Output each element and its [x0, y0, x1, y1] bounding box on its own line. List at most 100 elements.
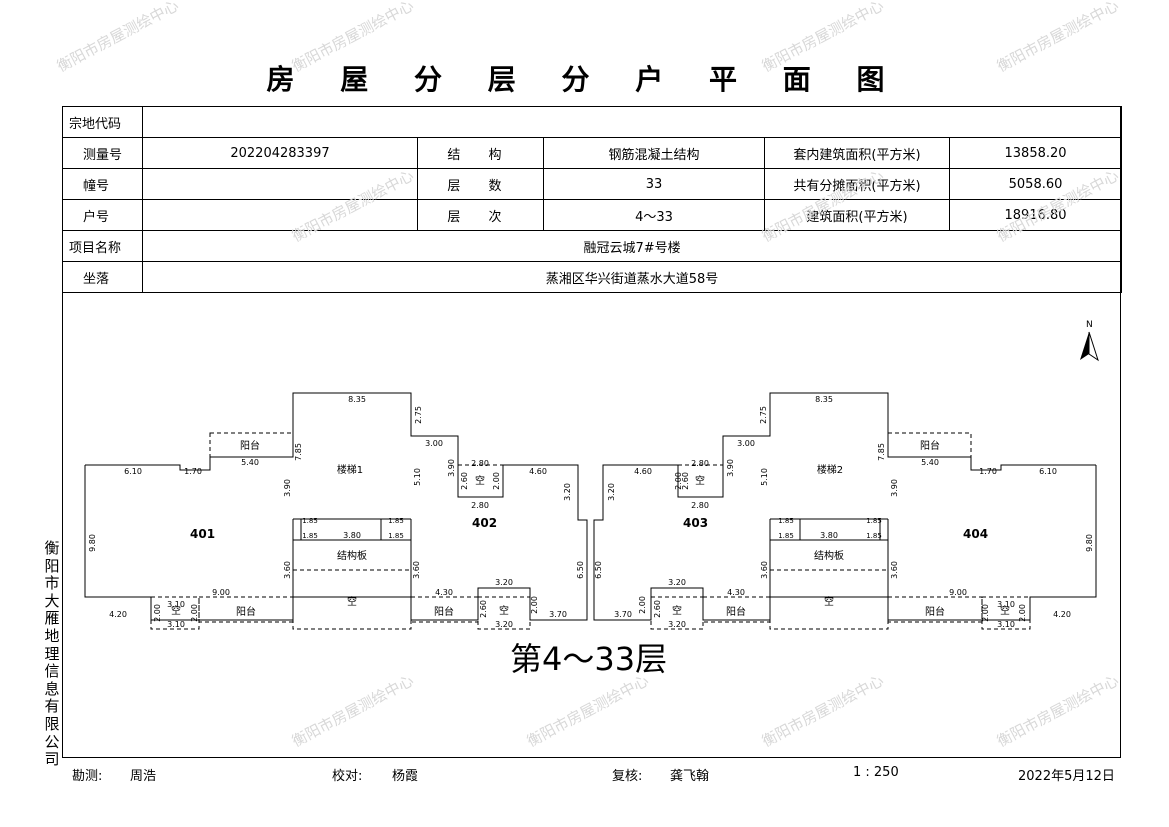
dim: 3.80: [820, 531, 838, 540]
dim: 9.80: [1085, 534, 1094, 552]
dim: 3.10: [997, 600, 1015, 609]
zhuang-label: 幢号: [62, 168, 143, 200]
dim: 1.85: [302, 517, 318, 525]
dim: 3.90: [283, 479, 292, 497]
dim: 2.00: [190, 604, 199, 622]
label-void-401b: 空: [171, 604, 181, 617]
dim: 2.60: [460, 472, 469, 490]
dim: 2.00: [1018, 604, 1027, 622]
dim: 1.85: [388, 517, 404, 525]
drawing-frame: [62, 106, 1121, 758]
label-void-403b: 空: [672, 604, 682, 617]
dim: 3.70: [549, 610, 567, 619]
dim: 3.00: [737, 439, 755, 448]
label-stair1: 楼梯1: [337, 463, 363, 476]
dim: 2.80: [691, 459, 709, 468]
dim: 2.75: [414, 406, 423, 424]
zuoluo-value: 蒸湘区华兴街道蒸水大道58号: [141, 261, 1123, 293]
floor-caption: 第4～33层: [510, 640, 667, 678]
dim: 2.00: [153, 604, 162, 622]
dim: 2.00: [638, 596, 647, 614]
dim: 3.20: [668, 620, 686, 629]
dim: 1.85: [866, 517, 882, 525]
unit-403: 403: [683, 516, 708, 530]
zongdi-label: 宗地代码: [62, 106, 143, 138]
dim: 1.85: [866, 532, 882, 540]
dim: 9.00: [949, 588, 967, 597]
dim: 4.30: [727, 588, 745, 597]
dim: 1.70: [979, 467, 997, 476]
jianzhu-label: 建筑面积(平方米): [764, 199, 950, 231]
dim: 3.20: [495, 578, 513, 587]
unit-402: 402: [472, 516, 497, 530]
kance-value: 周浩: [130, 769, 157, 784]
dim: 4.60: [634, 467, 652, 476]
label-balcony-404b: 阳台: [925, 605, 945, 618]
cengci-value: 4～33: [543, 199, 765, 231]
label-balcony-403b: 阳台: [726, 605, 746, 618]
company-vertical-text: 衡阳市大雁地理信息有限公司: [44, 539, 60, 769]
dim: 6.50: [594, 561, 603, 579]
label-void-404b: 空: [1000, 604, 1010, 617]
dim: 3.10: [997, 620, 1015, 629]
dim: 9.00: [212, 588, 230, 597]
dim: 2.75: [759, 406, 768, 424]
dim: 3.60: [412, 561, 421, 579]
dim: 4.30: [435, 588, 453, 597]
dim: 2.60: [681, 472, 690, 490]
label-balcony-401b: 阳台: [236, 605, 256, 618]
taonei-value: 13858.20: [948, 137, 1123, 169]
dim: 7.85: [877, 443, 886, 461]
dim: 3.00: [425, 439, 443, 448]
dim: 3.90: [447, 459, 456, 477]
scale: 1 : 250: [853, 765, 899, 780]
dim: 2.60: [479, 600, 488, 618]
page-title: 房 屋 分 层 分 户 平 面 图: [266, 63, 903, 96]
dim: 2.00: [492, 472, 501, 490]
jiegou-value: 钢筋混凝土结构: [543, 137, 765, 169]
dim: 3.20: [563, 483, 572, 501]
label-balcony-401a: 阳台: [240, 439, 260, 452]
info-table: 宗地代码 测量号 202204283397 结 构 钢筋混凝土结构 套内建筑面积…: [62, 106, 1123, 293]
dim: 2.00: [530, 596, 539, 614]
dim: 8.35: [348, 395, 366, 404]
dim: 4.20: [1053, 610, 1071, 619]
dim: 6.50: [576, 561, 585, 579]
label-balcony-404a: 阳台: [920, 439, 940, 452]
dim: 3.60: [283, 561, 292, 579]
dim: 3.10: [167, 620, 185, 629]
dim: 7.85: [294, 443, 303, 461]
dim: 2.80: [691, 501, 709, 510]
dim: 3.80: [343, 531, 361, 540]
dim: 2.00: [674, 472, 683, 490]
dim: 1.85: [778, 532, 794, 540]
dim: 3.90: [726, 459, 735, 477]
xiangmu-label: 项目名称: [62, 230, 143, 262]
zuoluo-label: 坐落: [62, 261, 143, 293]
dim: 4.20: [109, 610, 127, 619]
label-slab-left: 结构板: [337, 549, 367, 562]
dim: 3.10: [167, 600, 185, 609]
unit-401: 401: [190, 527, 215, 541]
jiaodui-value: 杨霞: [392, 769, 419, 784]
dim: 5.10: [413, 468, 422, 486]
dim: 2.80: [471, 459, 489, 468]
label-void-402b: 空: [499, 604, 509, 617]
dim: 1.85: [778, 517, 794, 525]
dim: 3.70: [614, 610, 632, 619]
label-slab-right: 结构板: [814, 549, 844, 562]
dim: 1.85: [388, 532, 404, 540]
dim: 3.60: [890, 561, 899, 579]
fuhe-label: 复核:: [612, 769, 643, 784]
unit-404: 404: [963, 527, 988, 541]
label-stair2: 楼梯2: [817, 463, 843, 476]
kance-label: 勘测:: [72, 769, 103, 784]
dim: 5.40: [241, 458, 259, 467]
dim: 3.20: [668, 578, 686, 587]
dim: 9.80: [88, 534, 97, 552]
dim: 3.20: [495, 620, 513, 629]
fuhe-value: 龚飞翰: [670, 769, 710, 784]
dim: 6.10: [1039, 467, 1057, 476]
north-label: N: [1086, 320, 1093, 330]
